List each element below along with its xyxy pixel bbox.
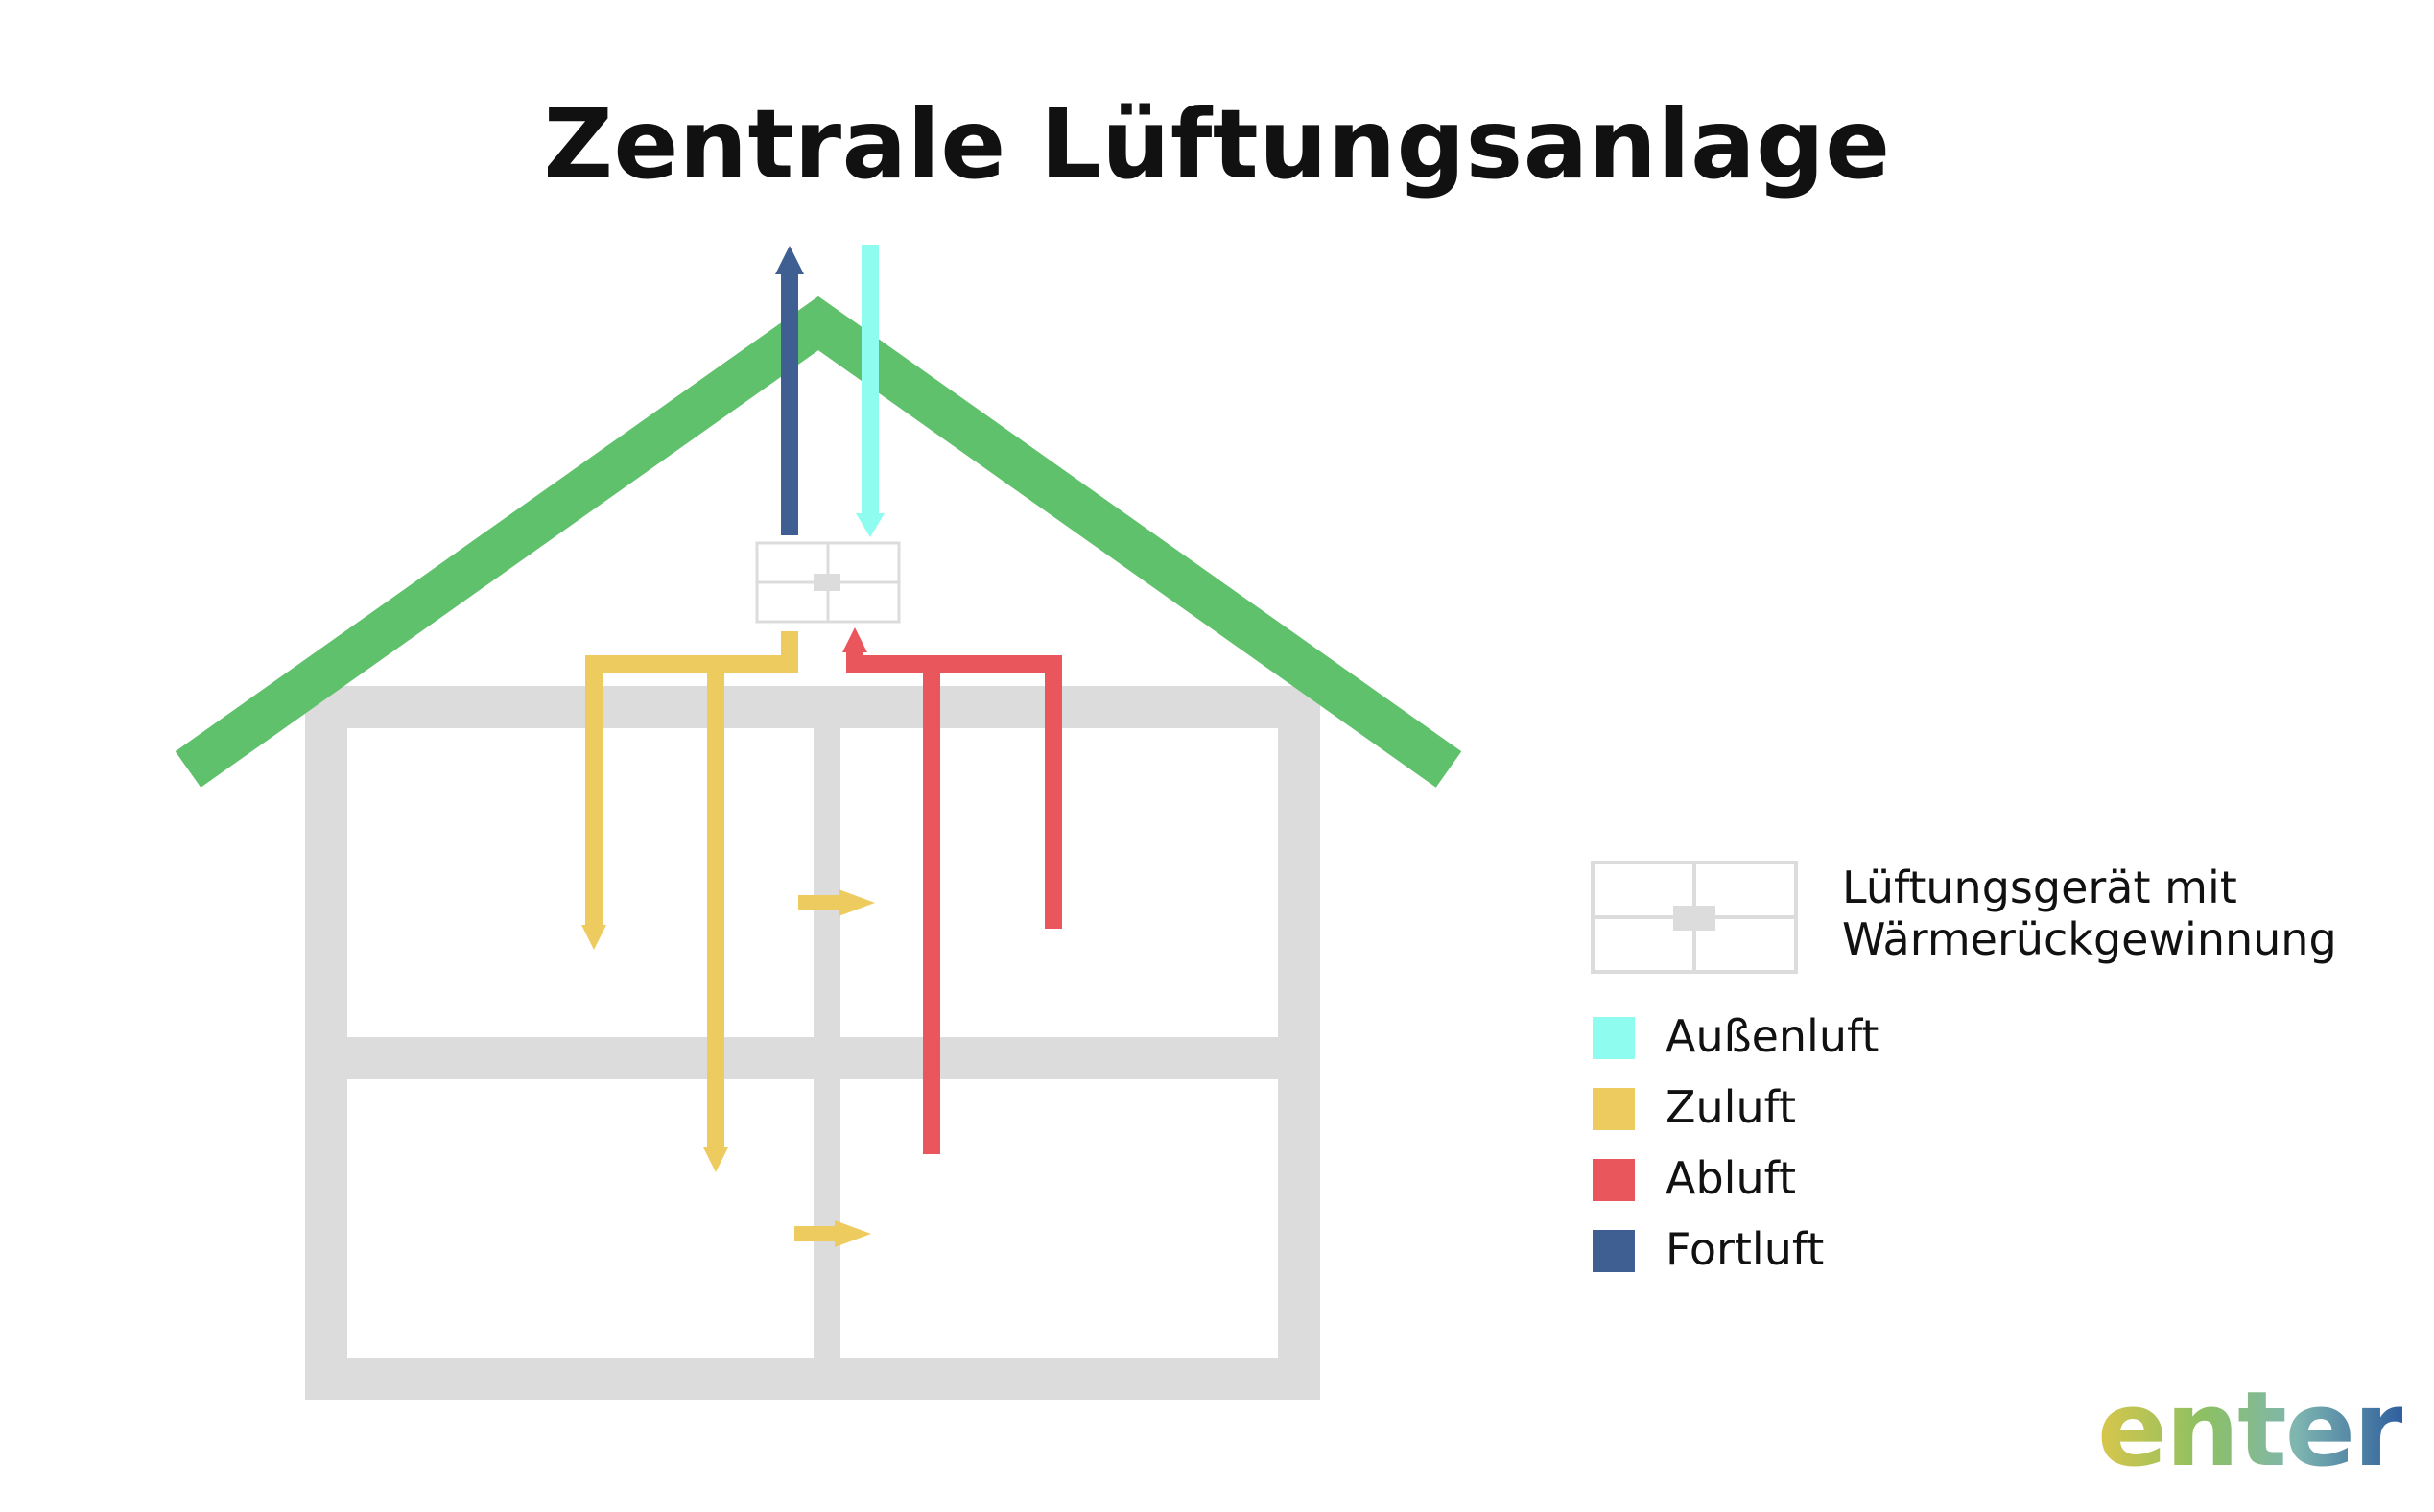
legend-label-aussenluft: Außenluft	[1666, 1010, 1879, 1062]
legend-swatch-zuluft	[1593, 1088, 1635, 1130]
legend-device-line2: Wärmerückgewinnung	[1842, 913, 2337, 965]
legend-swatch-abluft	[1593, 1159, 1635, 1201]
roof	[175, 295, 1462, 788]
legend-device-icon	[1591, 861, 1798, 974]
legend-swatch-aussenluft	[1593, 1017, 1635, 1059]
legend-swatch-fortluft	[1593, 1230, 1635, 1272]
abluft-ducts	[846, 650, 1062, 1154]
legend-label-zuluft: Zuluft	[1666, 1081, 1797, 1133]
legend-label-fortluft: Fortluft	[1666, 1223, 1825, 1275]
abluft-arrowhead	[842, 627, 867, 652]
legend-label-abluft: Abluft	[1666, 1152, 1797, 1204]
fortluft-arrow	[775, 246, 804, 535]
enter-logo: enter	[2097, 1370, 2404, 1490]
aussenluft-arrow	[856, 245, 885, 537]
zuluft-ducts	[585, 631, 798, 1151]
ventilation-device-icon	[755, 541, 901, 624]
page-title: Zentrale Lüftungsanlage	[543, 88, 1891, 201]
zuluft-arrowheads	[581, 889, 875, 1247]
legend-device-line1: Lüftungsgerät mit	[1842, 862, 2237, 913]
house-walls	[305, 686, 1320, 1400]
legend-device-label: Lüftungsgerät mit Wärmerückgewinnung	[1842, 862, 2337, 965]
